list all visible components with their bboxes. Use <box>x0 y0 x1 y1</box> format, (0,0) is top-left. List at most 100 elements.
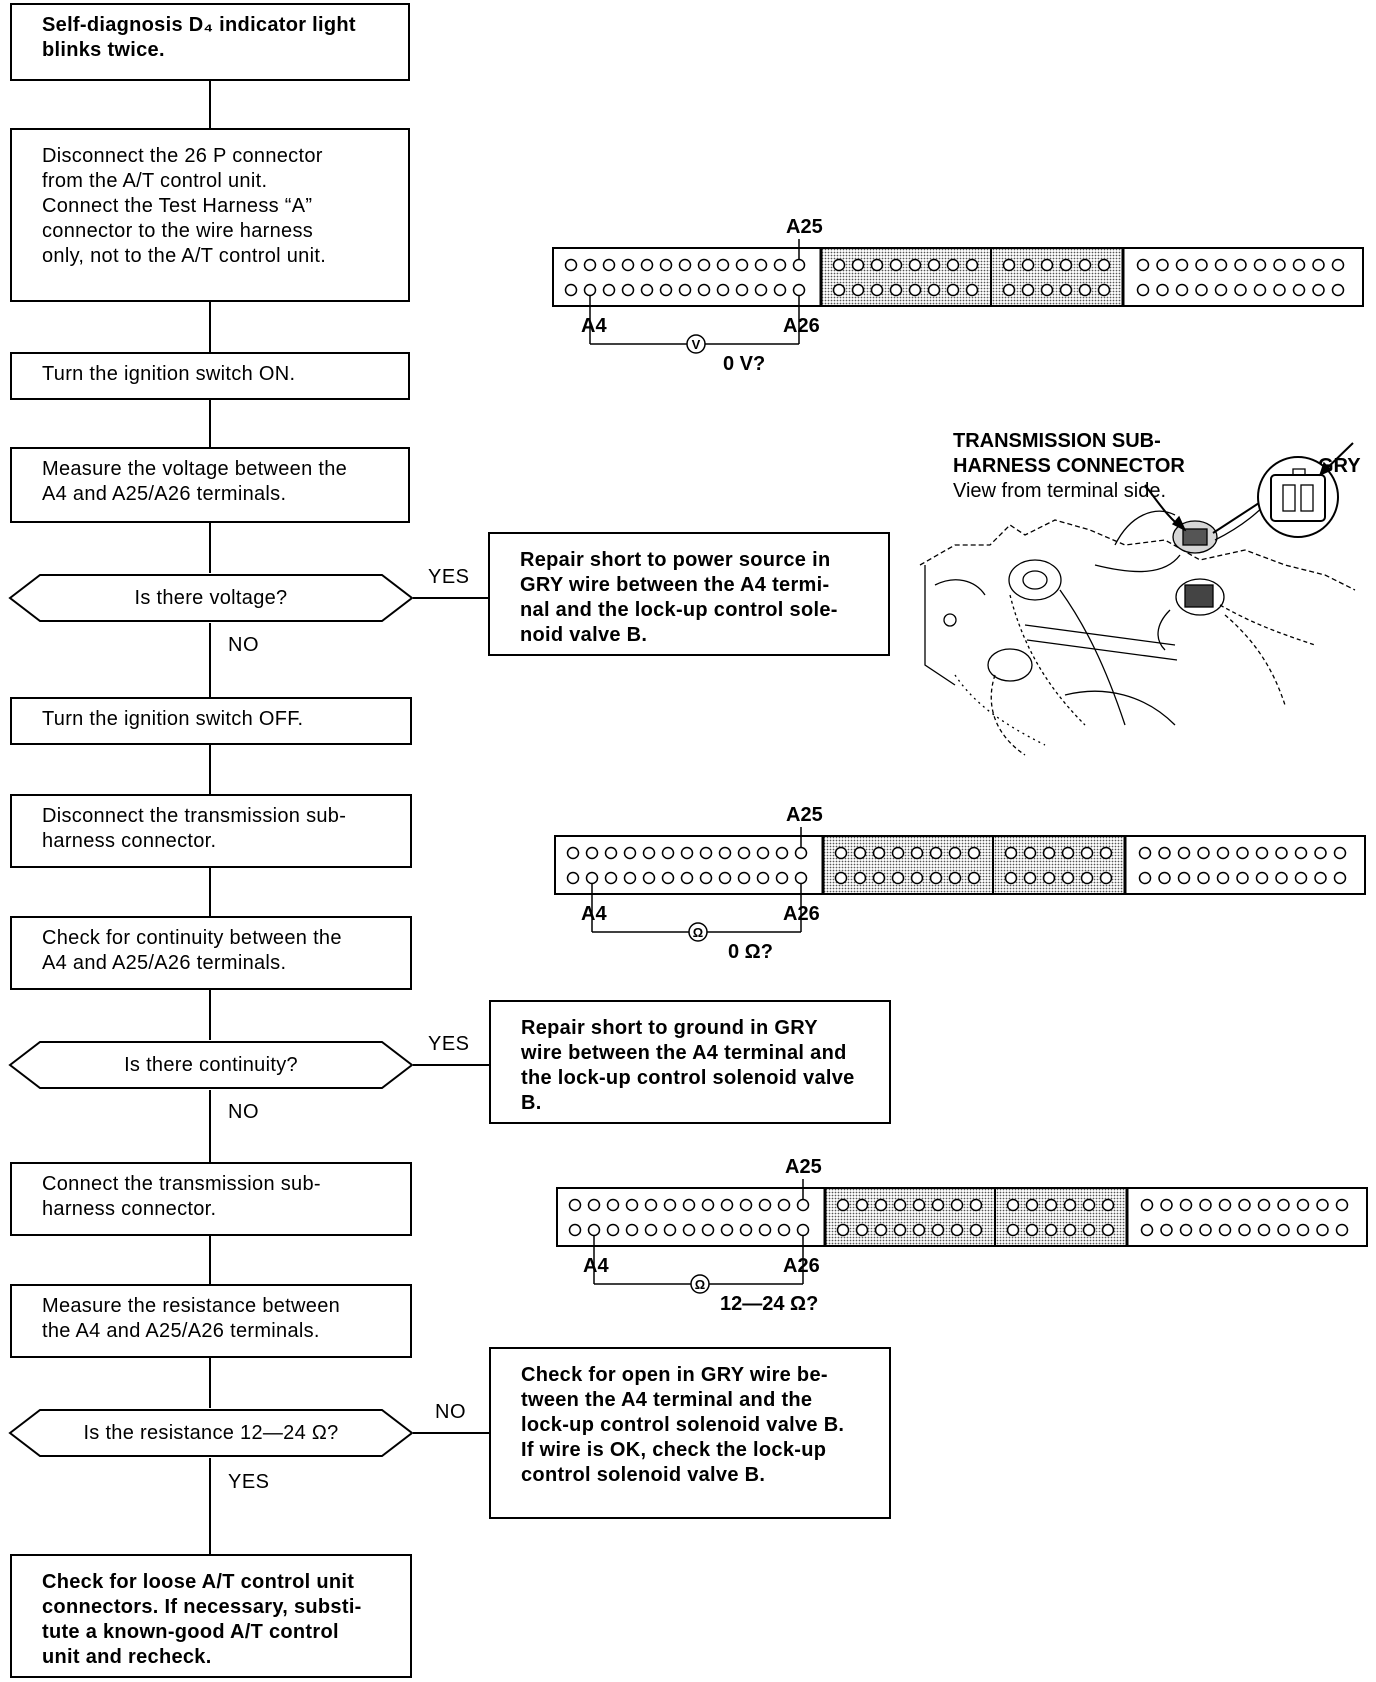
connector-pin <box>1044 1198 1058 1212</box>
connector-pin <box>1218 1198 1232 1212</box>
connector-pin <box>1333 846 1347 860</box>
final-box: Check for loose A/T control unit connect… <box>10 1554 412 1678</box>
step8-line: Measure the resistance between <box>42 1295 341 1317</box>
connector-pin <box>1023 871 1037 885</box>
connector-line <box>413 1064 489 1066</box>
connector-pin <box>965 283 979 297</box>
connector-pin <box>967 846 981 860</box>
connector-pin <box>1216 846 1230 860</box>
connector-pin <box>602 258 616 272</box>
start-line-2: blinks twice. <box>42 39 165 61</box>
connector-pin <box>832 283 846 297</box>
connector-pin <box>1335 1198 1349 1212</box>
transmission-sketch <box>919 442 1356 756</box>
connector-pin <box>851 258 865 272</box>
connector-pin <box>661 871 675 885</box>
connector-pin <box>1156 283 1169 297</box>
meter-reading: 0 V? <box>723 353 766 375</box>
connector-pin <box>568 1223 582 1237</box>
connector-pin <box>699 871 713 885</box>
connector-pin <box>1195 283 1208 297</box>
terminal-label-a25: A25 <box>786 804 823 826</box>
terminal-label-a4: A4 <box>583 1255 609 1277</box>
connector-line <box>209 81 211 128</box>
connector-pin <box>794 846 808 860</box>
connector-pin <box>1004 846 1018 860</box>
result2-line: the lock-up control solenoid valve <box>521 1067 855 1089</box>
connector-pin <box>564 283 578 297</box>
no-label: NO <box>228 1101 259 1123</box>
connector-line <box>209 990 211 1040</box>
connector-line <box>209 1358 211 1408</box>
connector-pin <box>836 1223 850 1237</box>
connector-pin <box>874 1223 888 1237</box>
connector-pin <box>777 1198 791 1212</box>
connector-pin <box>950 1198 964 1212</box>
connector-pin-svg: Ω <box>556 1179 1368 1294</box>
connector-pin <box>585 846 599 860</box>
connector-pin <box>927 283 941 297</box>
connector-pin <box>1199 1223 1212 1237</box>
connector-pin <box>965 258 979 272</box>
connector-pin <box>1257 1198 1271 1212</box>
connector-shaded-section <box>992 835 1126 895</box>
connector-pin <box>682 1223 696 1237</box>
connector-pin <box>1004 871 1018 885</box>
connector-pin <box>1061 846 1075 860</box>
connector-pin <box>1312 258 1325 272</box>
connector-pin <box>910 871 924 885</box>
terminal-label-a4: A4 <box>581 903 607 925</box>
decision-shape <box>8 1409 414 1457</box>
connector-line <box>413 597 488 599</box>
connector-shaded-section <box>990 247 1124 307</box>
connector-pin <box>718 846 732 860</box>
connector-pin <box>1234 258 1247 272</box>
connector-pin <box>735 283 749 297</box>
connector-diagram-voltage: A25 V A4 A26 0 V? <box>551 212 1366 402</box>
connector-pin <box>583 258 597 272</box>
connector-pin <box>796 1198 810 1212</box>
connector-pin <box>623 871 637 885</box>
connector-diagram-continuity: A25 Ω A4 A26 0 Ω? <box>553 800 1368 990</box>
connector-pin <box>1136 283 1150 297</box>
connector-pin <box>566 871 580 885</box>
connector-line <box>209 1236 211 1284</box>
connector-pin <box>889 283 903 297</box>
connector-pin <box>1160 1223 1173 1237</box>
result1-line: GRY wire between the A4 termi- <box>520 574 830 596</box>
connector-pin <box>773 283 787 297</box>
connector-pin <box>680 846 694 860</box>
connector-pin <box>1040 258 1054 272</box>
connector-pin <box>1275 871 1288 885</box>
step3-line: Measure the voltage between the <box>42 458 348 480</box>
connector-pin <box>1059 283 1073 297</box>
connector-pin <box>870 258 884 272</box>
yes-label: YES <box>428 566 470 588</box>
connector-pin <box>739 1198 753 1212</box>
connector-pin <box>1294 846 1308 860</box>
connector-pin <box>1253 283 1267 297</box>
connector-pin <box>834 871 848 885</box>
connector-pin <box>891 871 905 885</box>
connector-pin <box>1006 1223 1020 1237</box>
connector-line <box>209 868 211 916</box>
connector-pin <box>1296 1223 1310 1237</box>
connector-pin <box>1158 846 1171 860</box>
step-connect-subharness: Connect the transmission sub- harness co… <box>10 1162 412 1236</box>
connector-pin <box>1333 871 1347 885</box>
connector-pin <box>1082 1223 1096 1237</box>
connector-pin <box>836 1198 850 1212</box>
decision-resistance-text: Is the resistance 12—24 Ω? <box>83 1421 339 1444</box>
connector-pin <box>853 846 867 860</box>
connector-pin <box>606 1223 620 1237</box>
connector-pin <box>1294 871 1308 885</box>
connector-pin <box>1099 846 1113 860</box>
step1-line: Disconnect the 26 P connector <box>42 145 323 167</box>
result2-line: B. <box>521 1092 542 1114</box>
connector-pin <box>1195 258 1208 272</box>
connector-pin <box>908 258 922 272</box>
connector-pin <box>893 1198 907 1212</box>
connector-pin <box>1059 258 1073 272</box>
connector-pin <box>623 846 637 860</box>
connector-pin <box>1296 1198 1310 1212</box>
